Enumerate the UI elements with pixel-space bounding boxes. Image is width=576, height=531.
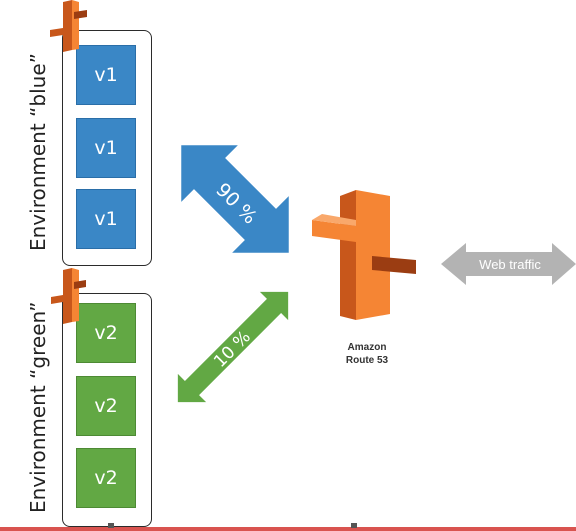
route53-label: Amazon Route 53 (338, 341, 396, 367)
bottom-edge-marker (108, 523, 114, 528)
green-traffic-arrow (177, 291, 289, 403)
bottom-edge-bar (0, 527, 576, 531)
version-box-green-2: v2 (76, 376, 136, 436)
version-box-blue-3: v1 (76, 189, 136, 249)
web-traffic-label: Web traffic (479, 257, 541, 272)
blue-traffic-arrow (181, 145, 289, 253)
version-box-blue-1: v1 (76, 45, 136, 105)
version-box-blue-2: v1 (76, 118, 136, 178)
route53-label-line1: Amazon (347, 342, 387, 353)
bottom-edge-marker (351, 523, 357, 528)
version-box-green-3: v2 (76, 448, 136, 508)
version-box-green-1: v2 (76, 303, 136, 363)
route53-label-line2: Route 53 (345, 355, 389, 366)
route53-icon (312, 190, 416, 320)
aws-beanstalk-icon (51, 268, 86, 324)
aws-beanstalk-icon (50, 0, 87, 52)
web-traffic-arrow (441, 243, 576, 285)
